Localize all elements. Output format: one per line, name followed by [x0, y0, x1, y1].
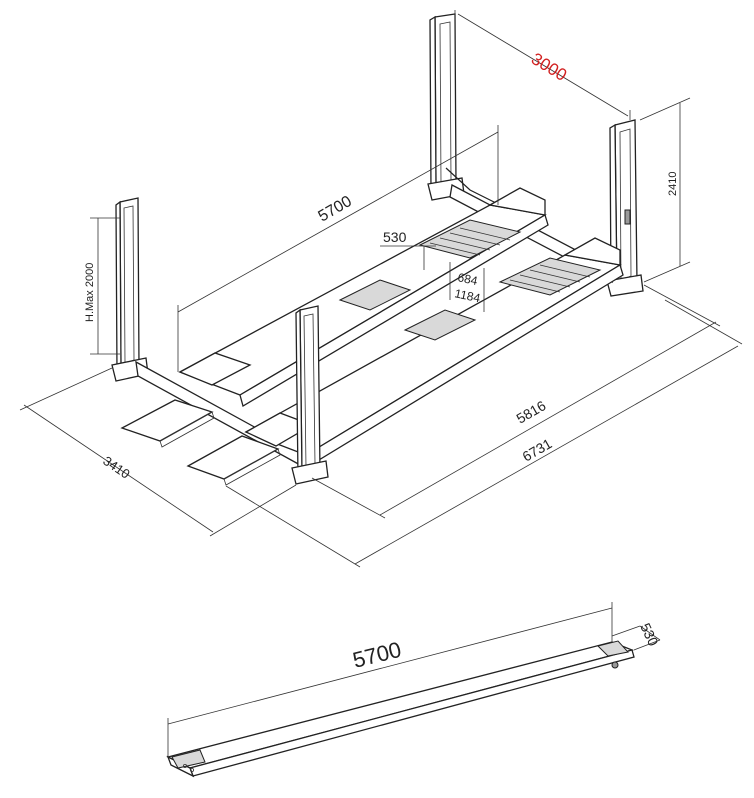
- runway-dim-530-label: 530: [637, 621, 661, 649]
- dim-2410-label: 2410: [667, 172, 679, 196]
- front-left-post: [111, 197, 149, 382]
- runway-dim-5700-label: 5700: [350, 637, 404, 673]
- dim-684-label: 684: [456, 270, 479, 288]
- dim-5816-label: 5816: [514, 397, 549, 427]
- dim-hmax: H.Max 2000: [84, 217, 120, 355]
- front-right-post: [291, 305, 329, 485]
- dim-530-label: 530: [383, 229, 407, 245]
- rear-left-post: [427, 13, 501, 206]
- dim-3000: 3000: [454, 10, 631, 120]
- runway-detail: 5700 530: [166, 602, 662, 778]
- dim-5700-lift-label: 5700: [316, 193, 355, 226]
- dim-runway-details: 530 684 1184: [380, 229, 485, 312]
- dim-1184-label: 1184: [453, 286, 481, 305]
- dim-3000-label: 3000: [528, 49, 570, 85]
- dim-3410-label: 3410: [100, 453, 132, 482]
- dim-hmax-label: H.Max 2000: [84, 263, 96, 322]
- dim-2410: 2410: [639, 97, 691, 283]
- rear-right-post: [606, 119, 644, 297]
- four-post-lift: 3000 2410 5700 H.Max 2000 530: [19, 10, 743, 568]
